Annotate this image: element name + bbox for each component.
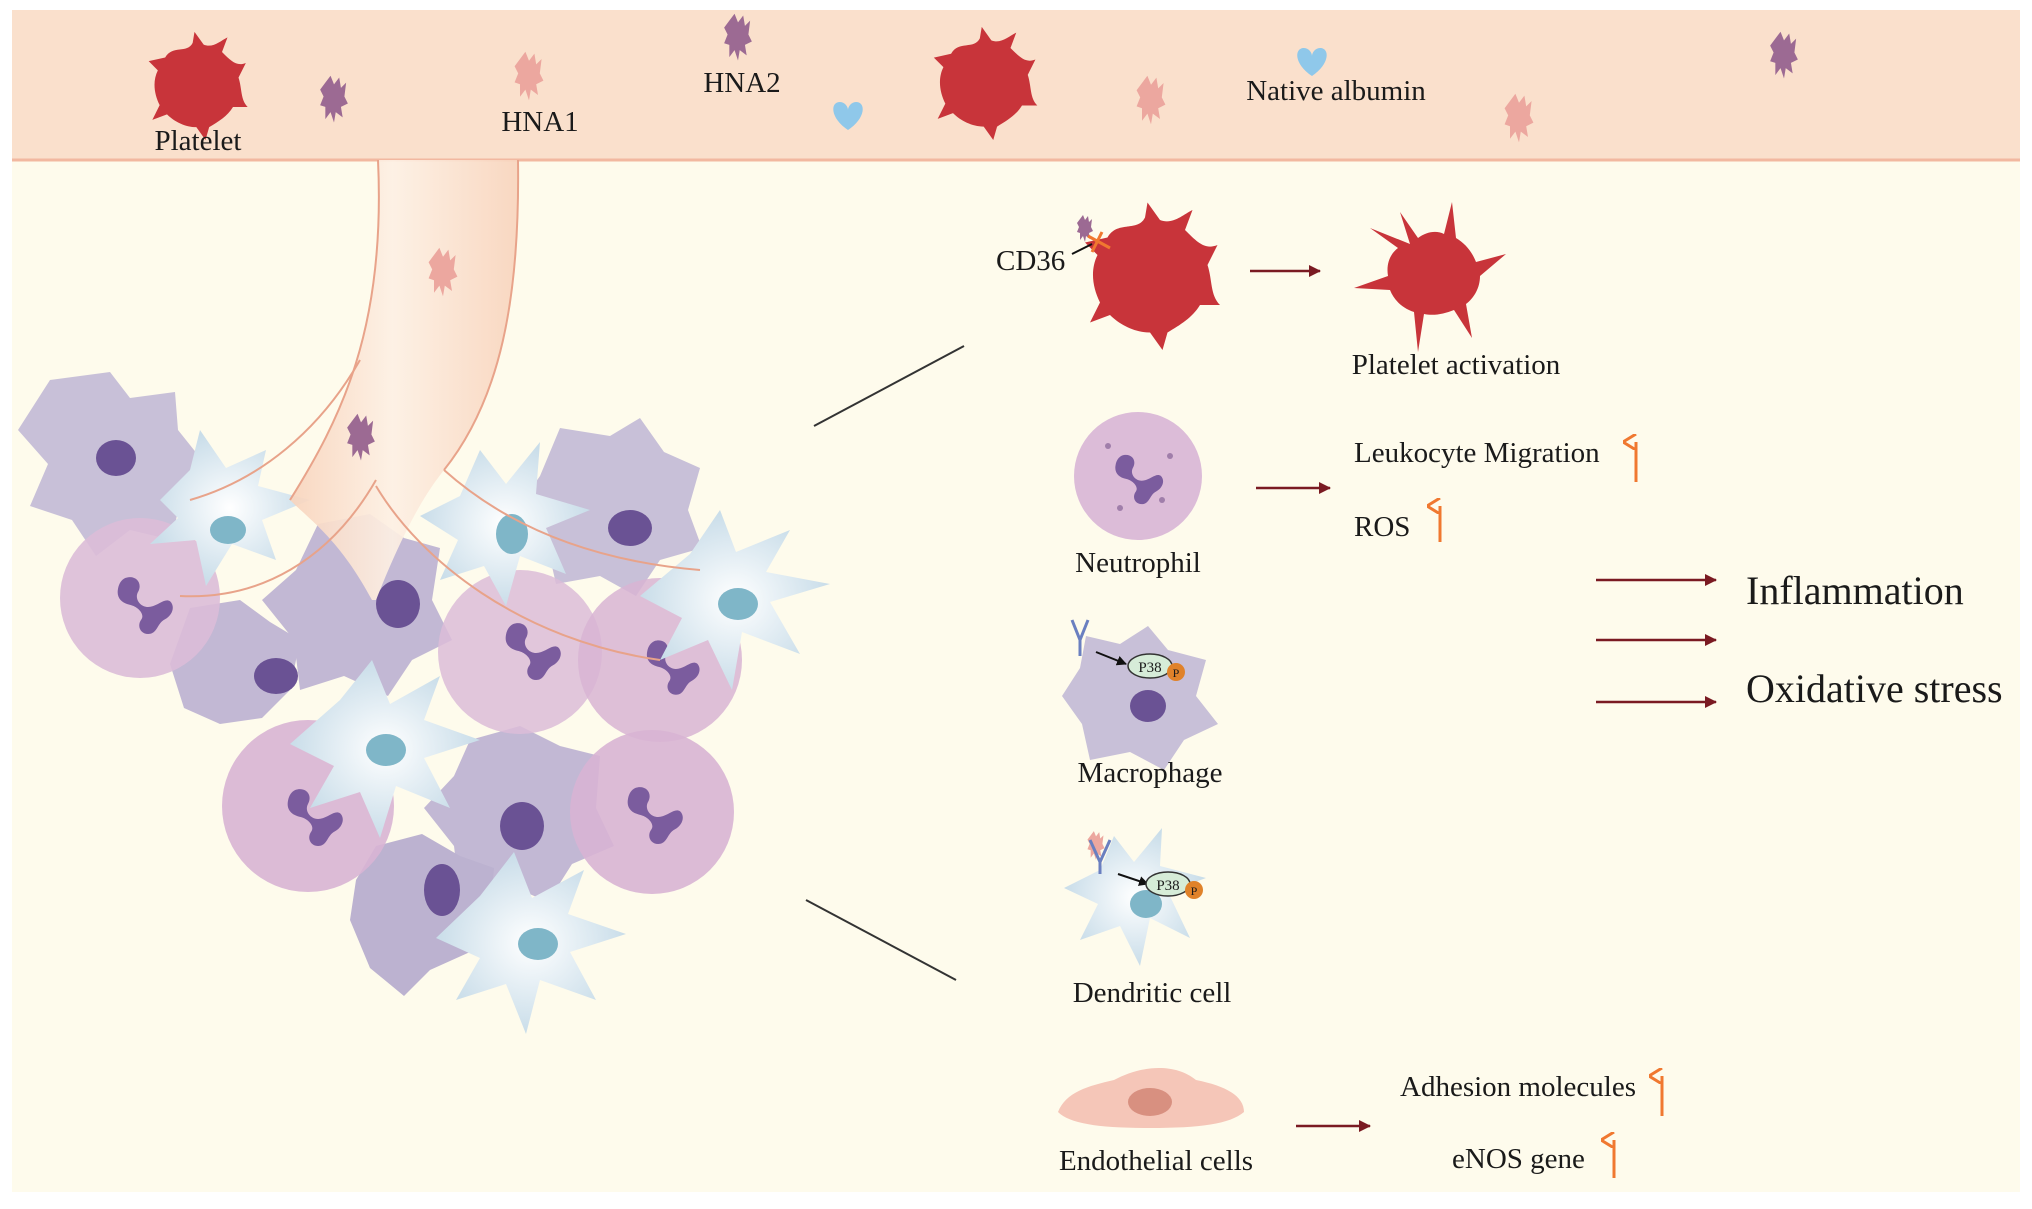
adhesion-molecules-label: Adhesion molecules bbox=[1400, 1071, 1636, 1103]
endothelial-cells-label: Endothelial cells bbox=[1059, 1145, 1253, 1177]
phospho-badge bbox=[1185, 881, 1203, 899]
dendritic-cell-label: Dendritic cell bbox=[1073, 977, 1232, 1009]
neutrophil-cell bbox=[60, 518, 220, 678]
neutrophil-cell bbox=[570, 730, 734, 894]
receptor-icon bbox=[1088, 839, 1112, 874]
hna2-label: HNA2 bbox=[703, 67, 780, 99]
dendritic-cell bbox=[290, 660, 480, 838]
channel-edge bbox=[289, 159, 380, 501]
p38-label: P38 bbox=[1156, 878, 1179, 894]
signal-arrow bbox=[1117, 873, 1149, 886]
native-albumin-label: Native albumin bbox=[1246, 75, 1426, 107]
macrophage-cell bbox=[424, 726, 614, 902]
channel-edge bbox=[375, 485, 661, 661]
endothelial-cell-shape bbox=[1058, 1067, 1244, 1128]
macrophage-cell bbox=[350, 834, 494, 996]
phospho-label: P bbox=[1191, 884, 1198, 898]
channel-edge bbox=[189, 359, 361, 501]
cd36-label: CD36 bbox=[996, 245, 1065, 277]
macrophage-cell bbox=[262, 514, 452, 696]
macrophage-detail bbox=[1062, 626, 1218, 770]
vessel-channel bbox=[290, 160, 519, 600]
p38-label: P38 bbox=[1138, 660, 1161, 676]
channel-edge bbox=[179, 479, 377, 598]
phospho-label: P bbox=[1173, 666, 1180, 680]
leukocyte-migration-label: Leukocyte Migration bbox=[1354, 437, 1600, 469]
zoom-line-top bbox=[813, 345, 965, 427]
receptor-icon bbox=[1070, 619, 1090, 656]
channel-edge bbox=[443, 469, 701, 571]
neutrophil-cell bbox=[438, 570, 602, 734]
platelet-activation-label: Platelet activation bbox=[1352, 349, 1561, 381]
ros-label: ROS bbox=[1354, 511, 1410, 543]
inflammation-label: Inflammation bbox=[1746, 568, 1964, 613]
cell-cluster bbox=[18, 159, 830, 1034]
neutrophil-detail bbox=[1074, 412, 1202, 540]
cd36-receptor-icon bbox=[1087, 231, 1111, 253]
enos-gene-label: eNOS gene bbox=[1452, 1143, 1585, 1175]
dendritic-cell bbox=[150, 430, 310, 586]
signal-arrow bbox=[1095, 651, 1127, 666]
macrophage-cell bbox=[516, 418, 702, 596]
zoom-line-bottom bbox=[805, 899, 957, 981]
cd36-pointer bbox=[1071, 243, 1093, 255]
platelet-label: Platelet bbox=[155, 125, 242, 157]
dendritic-detail bbox=[1064, 828, 1206, 966]
phospho-badge bbox=[1167, 663, 1185, 681]
channel-edge bbox=[443, 159, 520, 471]
dendritic-cell bbox=[420, 442, 590, 606]
neutrophil-label: Neutrophil bbox=[1075, 547, 1201, 579]
oxidative-stress-label: Oxidative stress bbox=[1746, 666, 2003, 711]
hna1-label: HNA1 bbox=[501, 106, 578, 138]
macrophage-label: Macrophage bbox=[1078, 757, 1223, 789]
dendritic-cell bbox=[436, 852, 626, 1034]
macrophage-cell bbox=[18, 372, 210, 556]
dendritic-cell bbox=[640, 510, 830, 690]
